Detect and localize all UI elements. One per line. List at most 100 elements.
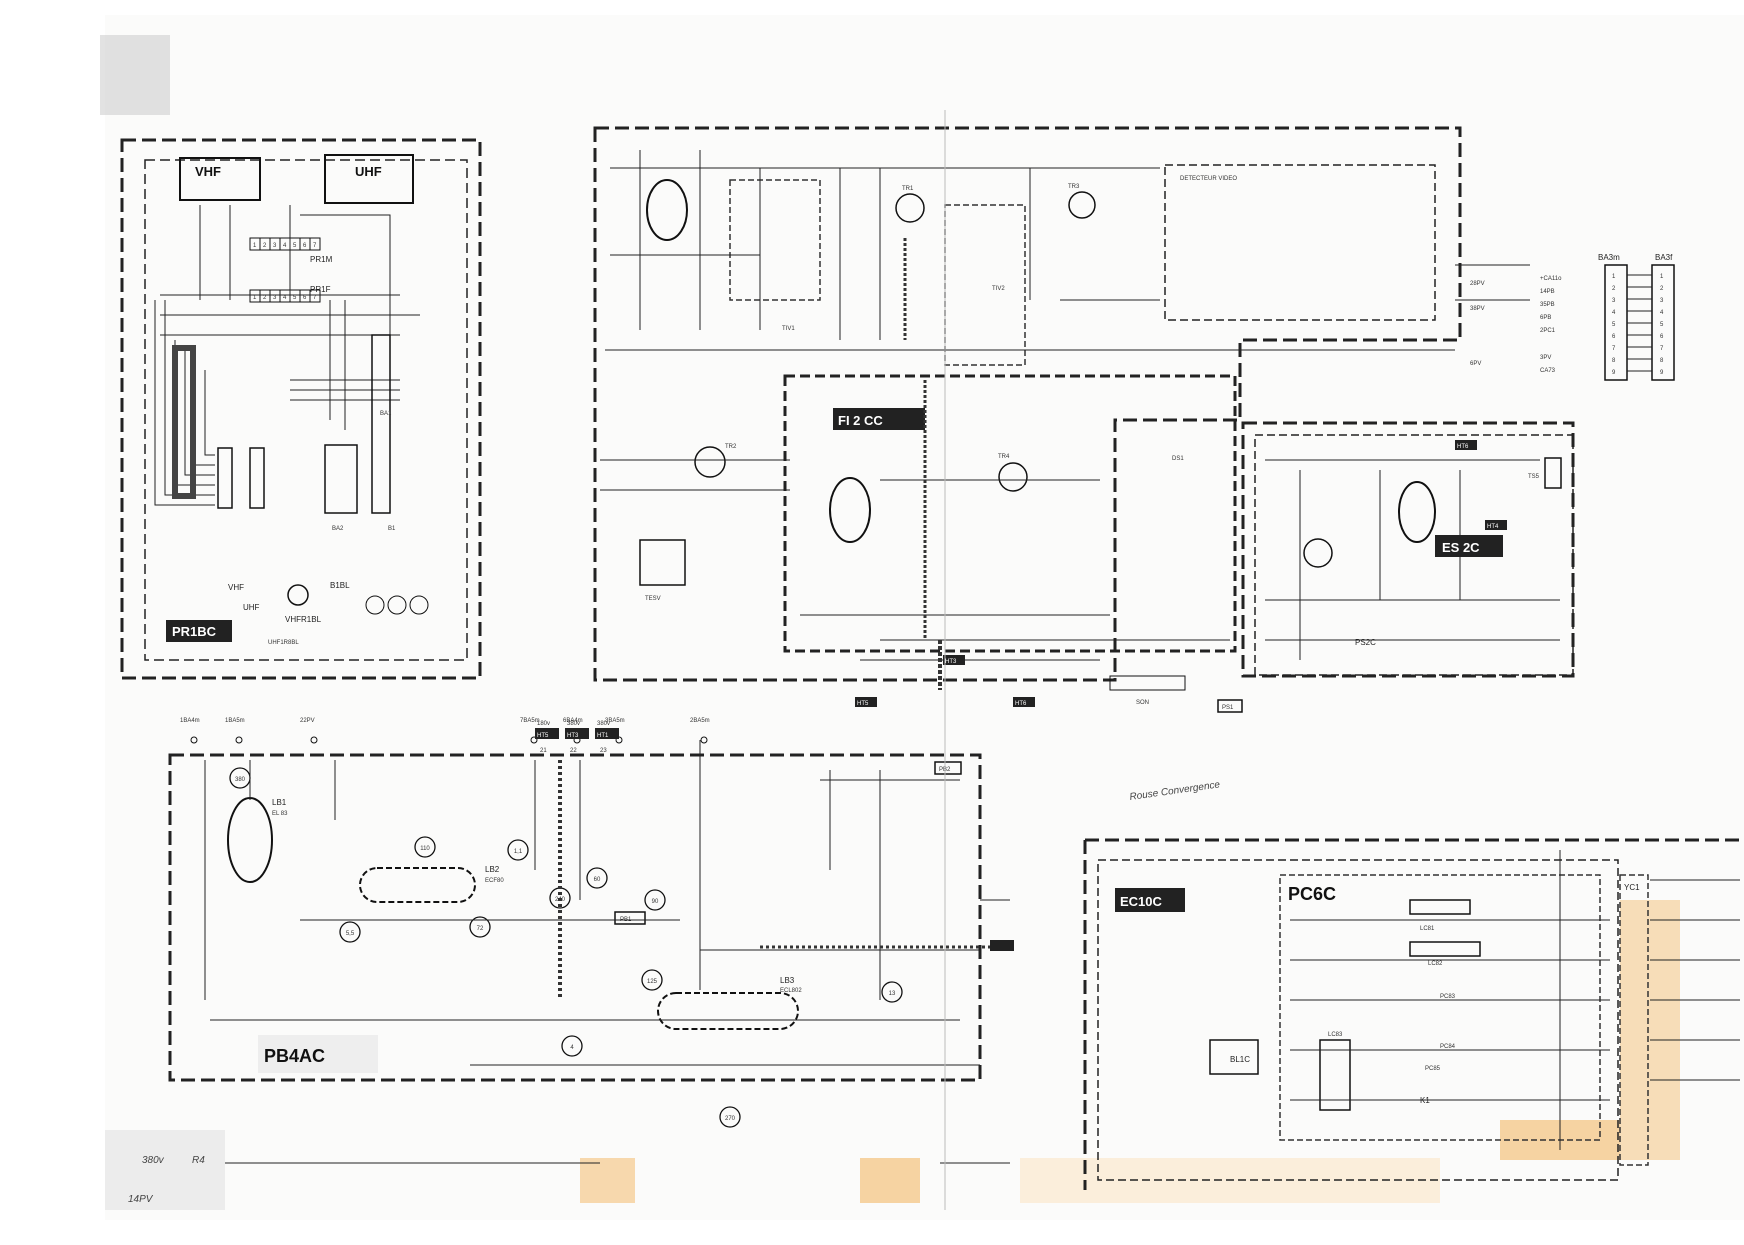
ba3f-pin: 6 <box>1660 334 1664 340</box>
tesv-transformer <box>639 539 686 586</box>
pb4ac-wiring <box>204 740 1010 1066</box>
tiv2-label: TIV2 <box>992 286 1005 292</box>
ht6-tag-label: HT6 <box>1015 701 1027 707</box>
ba2-connector <box>324 444 358 514</box>
rotary-switch <box>287 584 309 606</box>
tube-l7 <box>829 477 871 543</box>
ba3m-pin: 4 <box>1612 310 1616 316</box>
pc6c-name: PC6C <box>1288 884 1336 904</box>
input-terminal <box>310 736 318 744</box>
ba3f-pin: 2 <box>1660 286 1664 292</box>
ba3f-pin: 1 <box>1660 274 1664 280</box>
ps1-label: PS1 <box>1222 705 1234 711</box>
pr1m-label: PR1M <box>310 255 333 264</box>
es2c-module: ES 2C PS2C TS5 HT4 HT6 <box>1241 421 1575 678</box>
pb4ac-input-label: 3BA5m <box>605 718 625 724</box>
tape-stain <box>105 1130 225 1210</box>
tiv1-box <box>729 179 821 301</box>
pin-number: 6 <box>303 243 307 249</box>
pr1bc-inner-border <box>144 159 468 661</box>
tube-lb1-output <box>1398 481 1436 543</box>
pin-number: 1 <box>253 295 257 301</box>
pb4ac-input-label: 1BA5m <box>225 718 245 724</box>
tube3-type: ECL802 <box>780 988 802 994</box>
fi2cc-name-plate <box>833 408 925 430</box>
ps2c-pin-strip <box>1109 675 1186 691</box>
test-point-circle <box>561 1035 583 1057</box>
ht-tag-voltage: 380v <box>567 721 580 727</box>
ht6-es-tag <box>1455 440 1477 450</box>
pb4ac-name: PB4AC <box>264 1046 325 1066</box>
tape-stain <box>580 1158 635 1203</box>
test-point-value: 4 <box>570 1045 574 1051</box>
lc81-label: LC81 <box>1420 926 1435 932</box>
ba3f-pin: 4 <box>1660 310 1664 316</box>
terminal-circle <box>365 595 385 615</box>
pb2-control <box>934 761 962 775</box>
ht-tag-pin: 23 <box>600 748 607 754</box>
test-point-value: 1,1 <box>514 849 523 855</box>
pc6c-border <box>1279 874 1601 1141</box>
pin-number: 5 <box>293 295 297 301</box>
ht-tag-voltage: 380v <box>597 721 610 727</box>
pc85-label: PC85 <box>1425 1066 1441 1072</box>
tube-l1 <box>646 179 688 241</box>
test-point-circle <box>586 867 608 889</box>
ba3m-pin: 2 <box>1612 286 1616 292</box>
uhf-tuner-box <box>324 154 414 204</box>
video-detector-label: DETECTEUR VIDEO <box>1180 176 1237 182</box>
if-module-border <box>593 126 1462 682</box>
ba3f-pin: 9 <box>1660 370 1664 376</box>
ht-tag-label: HT5 <box>537 733 549 739</box>
tr4-label: TR4 <box>998 454 1010 460</box>
ht5-tag <box>855 697 877 707</box>
transistor-tr2 <box>694 446 726 478</box>
test-point-value: 380 <box>235 777 246 783</box>
switch-vhf-label: VHF <box>228 583 244 592</box>
pin-number: 4 <box>283 243 287 249</box>
test-point-value: 270 <box>725 1116 736 1122</box>
pin-number: 4 <box>283 295 287 301</box>
pc83-label: PC83 <box>1440 994 1456 1000</box>
ec10c-name: EC10C <box>1120 894 1163 909</box>
tape-stain <box>860 1158 920 1203</box>
handwritten-r4: R4 <box>192 1155 205 1166</box>
ba3m-pin: 3 <box>1612 298 1616 304</box>
pin-number: 5 <box>293 243 297 249</box>
test-point-circle <box>881 981 903 1003</box>
ht3-tag-label: HT3 <box>945 659 957 665</box>
ht-tag-label: HT1 <box>597 733 609 739</box>
son-label: SON <box>1136 700 1149 706</box>
pb4ac-input-label: 6BA4m <box>563 718 583 724</box>
ec10c-wiring <box>1290 850 1740 1150</box>
tesv-label: TESV <box>645 596 661 602</box>
tube-lb3 <box>657 992 799 1030</box>
lc82-label: LC82 <box>1428 961 1443 967</box>
pin-number: 2 <box>263 243 267 249</box>
b1bl-label: B1BL <box>330 581 350 590</box>
handwritten-380v: 380v <box>142 1155 165 1166</box>
vhf-label: VHF <box>195 164 221 179</box>
ba3-signal-label: 35PB <box>1540 302 1555 308</box>
ba3m-pin: 7 <box>1612 346 1616 352</box>
ba1-label: BA1 <box>380 411 392 417</box>
ht-tag-voltage: 180v <box>537 721 550 727</box>
ba3m-pin: 5 <box>1612 322 1616 328</box>
es2c-name: ES 2C <box>1442 540 1480 555</box>
left-margin <box>0 0 105 1240</box>
fi2cc-wiring <box>600 150 1530 661</box>
test-point-circle <box>507 839 529 861</box>
ps2c-label: PS2C <box>1355 638 1376 647</box>
pr1bc-name-plate <box>166 620 232 642</box>
pb4ac-input-label: 7BA5m <box>520 718 540 724</box>
lc81-coil <box>1409 899 1471 915</box>
test-point-value: 110 <box>420 846 430 852</box>
pin-number: 3 <box>273 243 277 249</box>
pin-cell <box>309 289 321 303</box>
ht4-tag <box>1485 520 1507 530</box>
fi2cc-border <box>783 374 1237 653</box>
pin-number: 3 <box>273 295 277 301</box>
